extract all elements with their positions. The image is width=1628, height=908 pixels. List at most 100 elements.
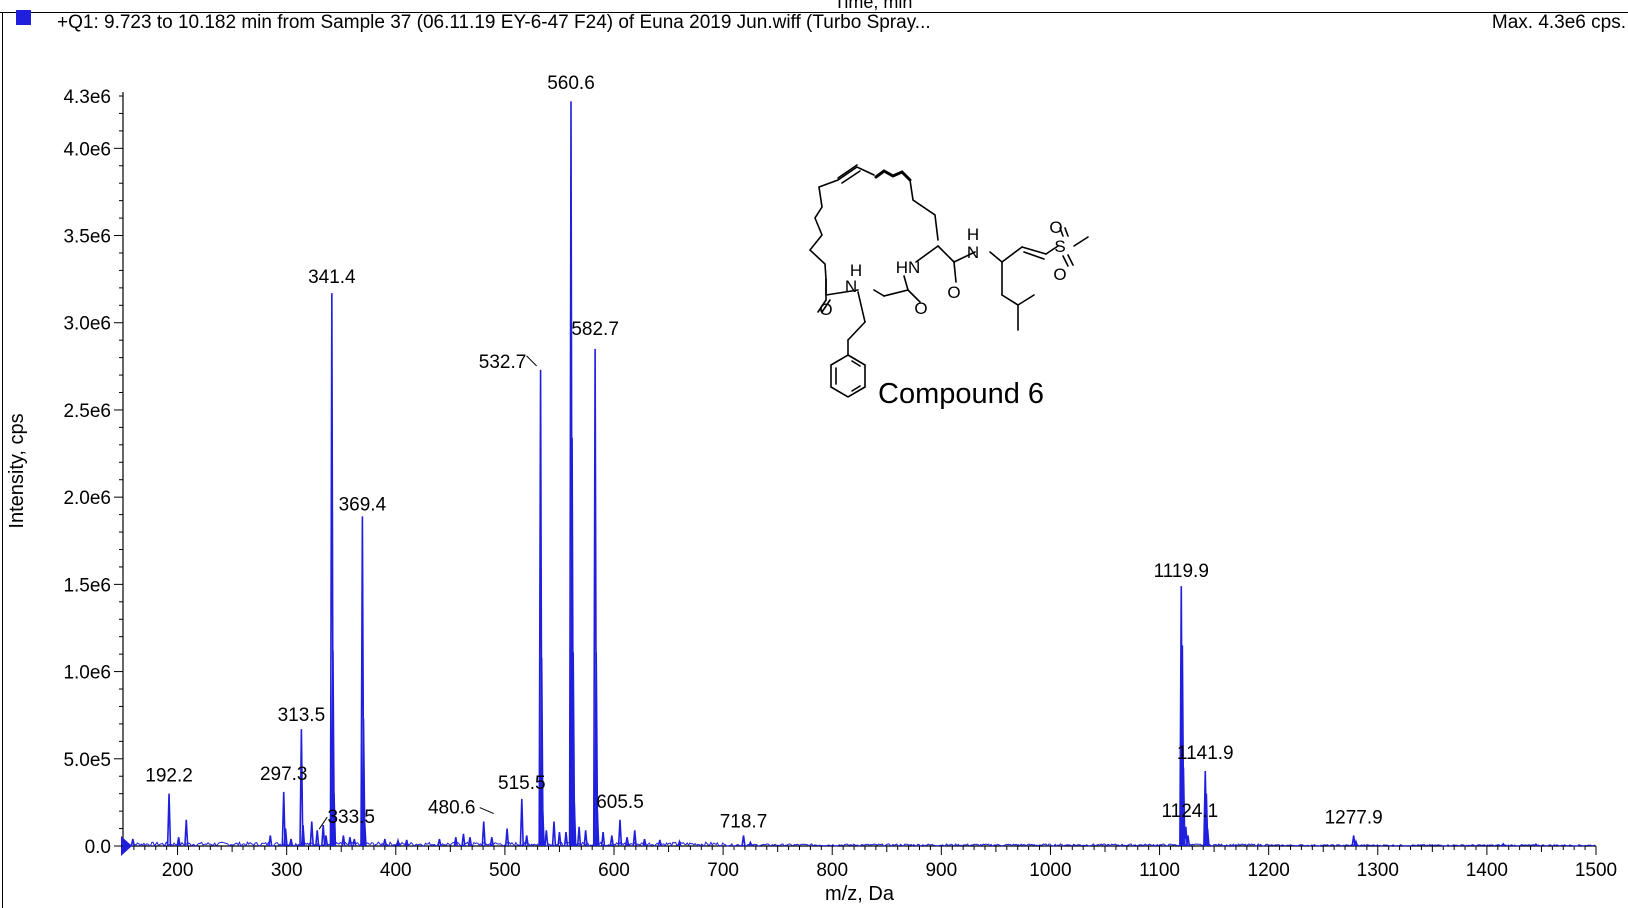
spectrum-trace: [122, 101, 1595, 847]
structure-atom: H: [967, 225, 979, 244]
spectrum-peak: [330, 650, 336, 847]
spectrum-peak: [741, 835, 746, 847]
spectrum-peak: [347, 837, 353, 847]
y-tick-label: 0.0: [85, 837, 111, 858]
spectrum-peak: [1353, 839, 1359, 847]
y-tick-label: 4.0e6: [63, 139, 111, 160]
baseline-marker: [121, 836, 132, 856]
spectrum-peak: [617, 819, 623, 847]
spectrum-peak: [600, 831, 606, 847]
structure-atom: N: [845, 277, 857, 296]
peak-label: 515.5: [498, 773, 546, 794]
spectrum-peak: [404, 839, 409, 847]
spectrum-peak: [461, 833, 466, 847]
y-tick-label: 5.0e5: [63, 750, 111, 771]
spectrum-peak: [594, 652, 599, 847]
spectrum-peak: [632, 830, 637, 847]
peak-label: 297.3: [260, 764, 308, 785]
compound-label: Compound 6: [878, 378, 1045, 410]
spectrum-peak: [300, 825, 306, 847]
peak-label: 333.5: [327, 807, 375, 828]
spectrum-peak: [481, 821, 486, 847]
spectrum-peak: [352, 838, 357, 847]
peak-label: 1124.1: [1161, 801, 1218, 822]
spectrum-peak: [570, 652, 576, 847]
spectrum-peak: [283, 828, 288, 847]
peak-leader-line: [479, 807, 494, 815]
spectrum-peak: [288, 838, 294, 847]
spectrum-peak: [583, 830, 588, 847]
spectrum-peak: [504, 828, 510, 847]
spectrum-peak: [1181, 767, 1186, 847]
peak-label: 192.2: [145, 766, 193, 787]
spectrum-peak: [595, 811, 600, 847]
structure-atom: O: [1053, 265, 1066, 284]
spectrum-peak: [130, 838, 136, 847]
spectrum-peak: [1533, 842, 1539, 847]
peak-label: 369.4: [339, 494, 387, 515]
peak-label: 313.5: [278, 705, 326, 726]
chart-axes: [121, 92, 1596, 856]
peak-label: 718.7: [720, 812, 768, 833]
spectrum-header: +Q1: 9.723 to 10.182 min from Sample 37 …: [57, 12, 931, 33]
spectrum-peak: [748, 840, 753, 847]
spectrum-peak: [572, 802, 577, 847]
structure-atom: S: [1054, 237, 1065, 256]
x-tick-label: 1500: [1575, 860, 1617, 881]
spectrum-peak: [642, 838, 647, 847]
spectrum-peak: [467, 837, 473, 847]
x-tick-label: 1200: [1248, 860, 1290, 881]
spectrum-peak: [1205, 828, 1210, 847]
spectrum-peak: [524, 835, 529, 847]
spectrum-peak: [331, 793, 337, 847]
series-legend-marker[interactable]: [16, 10, 31, 25]
spectrum-peak: [1185, 835, 1191, 847]
peak-label: 1119.9: [1154, 561, 1209, 582]
x-tick-label: 400: [380, 860, 412, 881]
peak-label: 532.7: [479, 352, 527, 373]
spectrum-peak: [321, 825, 326, 847]
compound-structure-drawing: [808, 164, 1089, 398]
frame-top-border: [0, 12, 1628, 13]
peak-label: 480.6: [428, 798, 476, 819]
peak-labels: 560.6341.4582.7532.7369.41119.9313.51141…: [145, 73, 1382, 832]
x-tick-label: 1400: [1466, 860, 1508, 881]
spectrum-peak: [544, 830, 549, 847]
y-tick-label: 1.0e6: [63, 663, 111, 684]
spectrum-peak: [309, 821, 314, 847]
x-tick-label: 900: [925, 860, 957, 881]
x-tick-label: 1000: [1029, 860, 1071, 881]
y-tick-label: 2.0e6: [63, 488, 111, 509]
spectrum-peak: [268, 835, 273, 847]
x-tick-label: 700: [707, 860, 739, 881]
spectrum-peak: [323, 835, 329, 847]
peak-label: 582.7: [571, 319, 619, 340]
spectrum-peak: [609, 835, 615, 847]
structure-atom: N: [967, 243, 979, 262]
spectrum-peak: [453, 837, 458, 847]
structure-atom: O: [819, 300, 832, 319]
x-tick-label: 300: [271, 860, 303, 881]
peak-label: 605.5: [596, 792, 644, 813]
structure-atom: O: [914, 299, 927, 318]
x-tick-label: 800: [816, 860, 848, 881]
spectrum-peak: [1501, 842, 1506, 847]
spectrum-peak: [576, 826, 582, 847]
peak-label: 1277.9: [1325, 808, 1383, 829]
peak-label: 1141.9: [1177, 743, 1234, 764]
spectrum-peak: [551, 821, 557, 847]
spectrum-peak: [281, 791, 286, 847]
spectrum-peak: [395, 837, 401, 847]
x-axis-title: m/z, Da: [825, 883, 895, 905]
y-tick-label: 2.5e6: [63, 401, 111, 422]
spectrum-peak: [557, 831, 562, 847]
max-intensity-label: Max. 4.3e6 cps.: [1491, 12, 1626, 33]
peak-leader-line: [318, 816, 328, 830]
peak-leader-line: [526, 355, 537, 367]
spectrum-peak: [437, 838, 442, 847]
spectrum-peak: [657, 839, 663, 847]
structure-atom: H: [850, 261, 862, 280]
